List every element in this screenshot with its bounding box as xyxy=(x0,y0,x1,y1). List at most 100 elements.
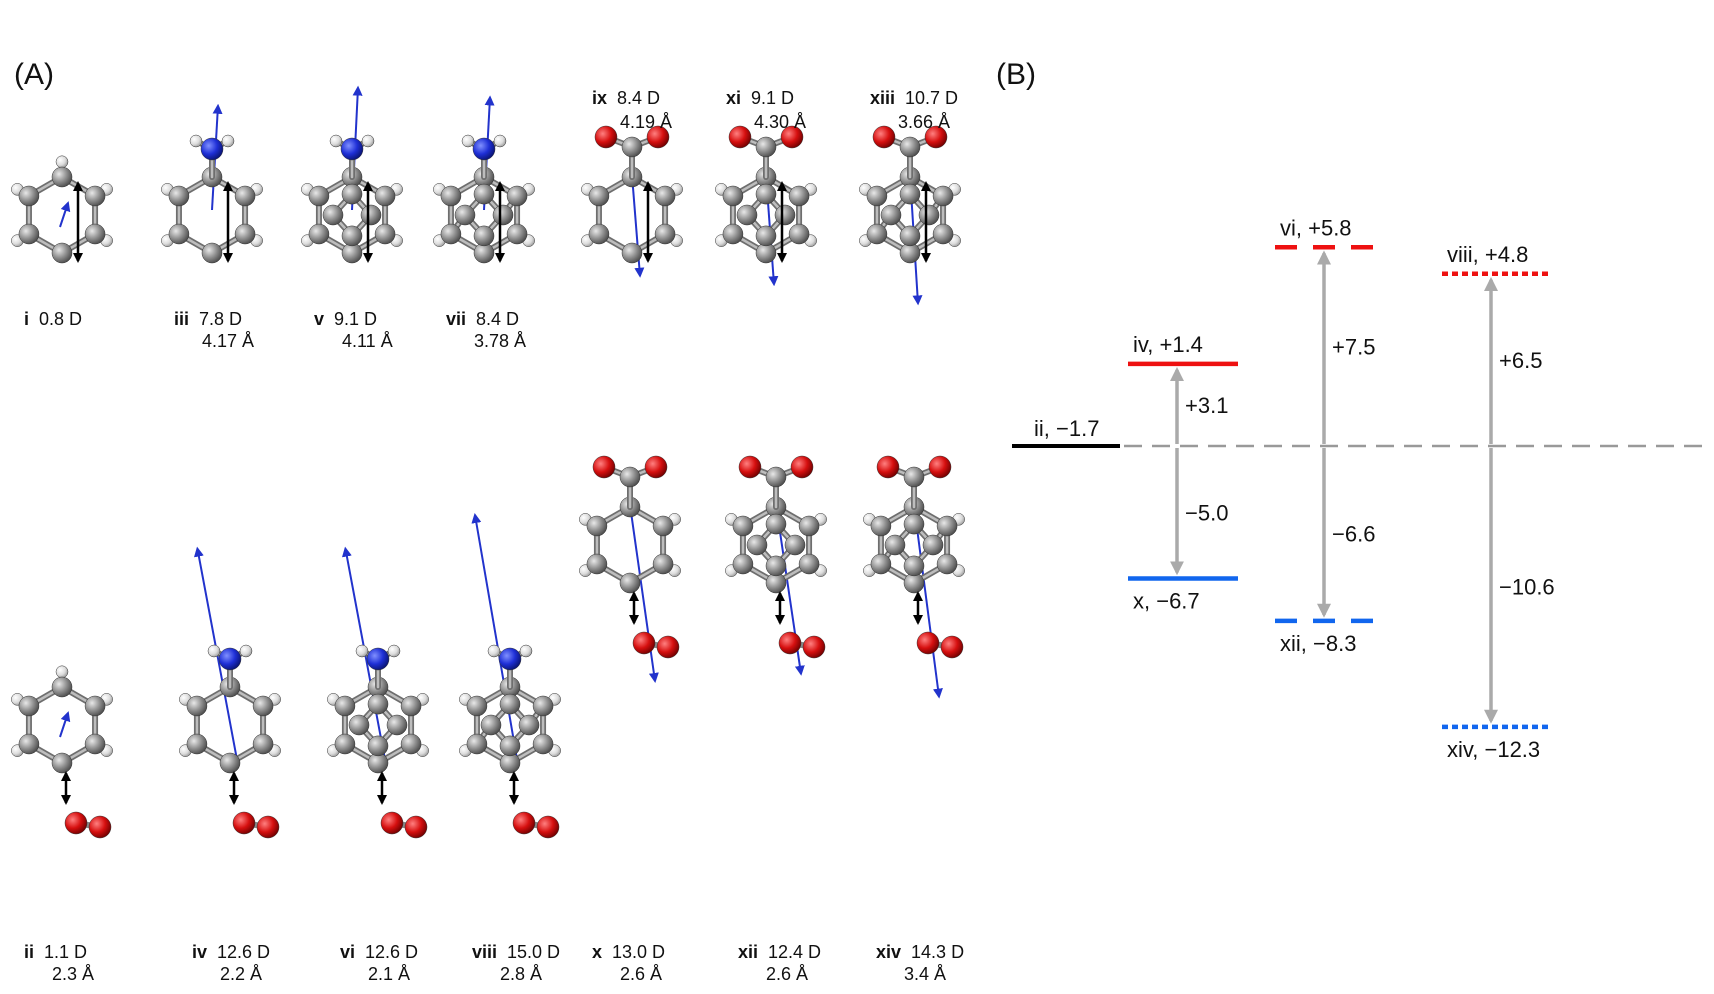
energy-level-diagram: ii, −1.7iv, +1.4x, −6.7+3.1−5.0vi, +5.8x… xyxy=(1012,215,1712,762)
carbon-atom xyxy=(367,735,389,757)
carbon-atom xyxy=(341,225,363,247)
carbon-atom xyxy=(722,185,744,207)
carbon-atom xyxy=(932,223,954,245)
molecule-id: xi xyxy=(726,88,741,108)
dipole-arrow xyxy=(59,711,71,738)
oxygen-atom xyxy=(656,635,680,659)
dipole-value: 12.6 D xyxy=(217,942,270,962)
distance-value: 4.11 Å xyxy=(342,331,393,351)
carbon-atom xyxy=(652,553,674,575)
carbon-atom xyxy=(440,223,462,245)
up-delta-vi: +7.5 xyxy=(1332,335,1375,360)
carbon-atom xyxy=(532,695,554,717)
oxygen-atom xyxy=(232,811,256,835)
distance-value: 4.17 Å xyxy=(202,331,254,351)
molecule-label: iv 12.6 D xyxy=(192,942,270,962)
hydrogen-atom xyxy=(361,134,375,148)
molecule-id: iii xyxy=(174,309,189,329)
distance-value: 3.66 Å xyxy=(898,112,950,132)
carbon-atom xyxy=(899,183,921,205)
dipole-value: 9.1 D xyxy=(334,309,377,329)
molecule-id: iv xyxy=(192,942,207,962)
carbon-atom xyxy=(473,183,495,205)
carbon-atom xyxy=(234,223,256,245)
carbon-atom xyxy=(736,204,758,226)
carbon-atom xyxy=(18,695,40,717)
carbon-atom xyxy=(619,466,641,488)
carbon-atom xyxy=(18,185,40,207)
carbon-atom xyxy=(499,735,521,757)
carbon-atom xyxy=(884,534,906,556)
molecule-id: xii xyxy=(738,942,758,962)
hydrogen-atom xyxy=(461,134,475,148)
carbon-atom xyxy=(84,733,106,755)
molecule-id: xiv xyxy=(876,942,901,962)
distance-value: 2.3 Å xyxy=(52,964,94,984)
nitrogen-atom xyxy=(472,137,496,161)
carbon-atom xyxy=(922,534,944,556)
panel-a-label: (A) xyxy=(14,58,54,91)
dipole-arrow xyxy=(471,513,519,766)
distance-value: 4.19 Å xyxy=(620,112,672,132)
up-delta-viii: +6.5 xyxy=(1499,348,1542,373)
oxygen-atom xyxy=(940,635,964,659)
carbon-atom xyxy=(219,752,241,774)
distance-value: 2.1 Å xyxy=(368,964,410,984)
dipole-arrow xyxy=(341,546,387,766)
hydrogen-atom xyxy=(487,644,501,658)
nitrogen-atom xyxy=(200,137,224,161)
molecule-id: vi xyxy=(340,942,355,962)
dipole-value: 14.3 D xyxy=(911,942,964,962)
carbon-atom xyxy=(870,515,892,537)
oxygen-atom xyxy=(404,815,428,839)
carbon-atom xyxy=(374,223,396,245)
oxygen-atom xyxy=(646,125,670,149)
carbon-atom xyxy=(186,733,208,755)
hydrogen-atom xyxy=(493,134,507,148)
hydrogen-atom xyxy=(355,644,369,658)
dipole-value: 13.0 D xyxy=(612,942,665,962)
dipole-value: 9.1 D xyxy=(751,88,794,108)
carbon-atom xyxy=(870,553,892,575)
oxygen-atom xyxy=(738,455,762,479)
dipole-value: 0.8 D xyxy=(39,309,82,329)
carbon-atom xyxy=(201,242,223,264)
dipole-value: 8.4 D xyxy=(476,309,519,329)
carbon-atom xyxy=(360,204,382,226)
carbon-atom xyxy=(788,185,810,207)
carbon-atom xyxy=(903,466,925,488)
carbon-atom xyxy=(499,693,521,715)
carbon-atom xyxy=(899,225,921,247)
hydrogen-atom xyxy=(221,134,235,148)
distance-value: 2.6 Å xyxy=(620,964,662,984)
carbon-atom xyxy=(788,223,810,245)
hydrogen-atom xyxy=(55,665,69,679)
carbon-atom xyxy=(903,555,925,577)
oxygen-atom xyxy=(778,631,802,655)
carbon-atom xyxy=(400,733,422,755)
dipole-value: 7.8 D xyxy=(199,309,242,329)
carbon-atom xyxy=(765,513,787,535)
nitrogen-atom xyxy=(340,137,364,161)
carbon-atom xyxy=(732,553,754,575)
carbon-atom xyxy=(84,185,106,207)
carbon-atom xyxy=(84,695,106,717)
carbon-atom xyxy=(784,534,806,556)
dipole-value: 10.7 D xyxy=(905,88,958,108)
carbon-atom xyxy=(880,204,902,226)
carbon-atom xyxy=(308,223,330,245)
